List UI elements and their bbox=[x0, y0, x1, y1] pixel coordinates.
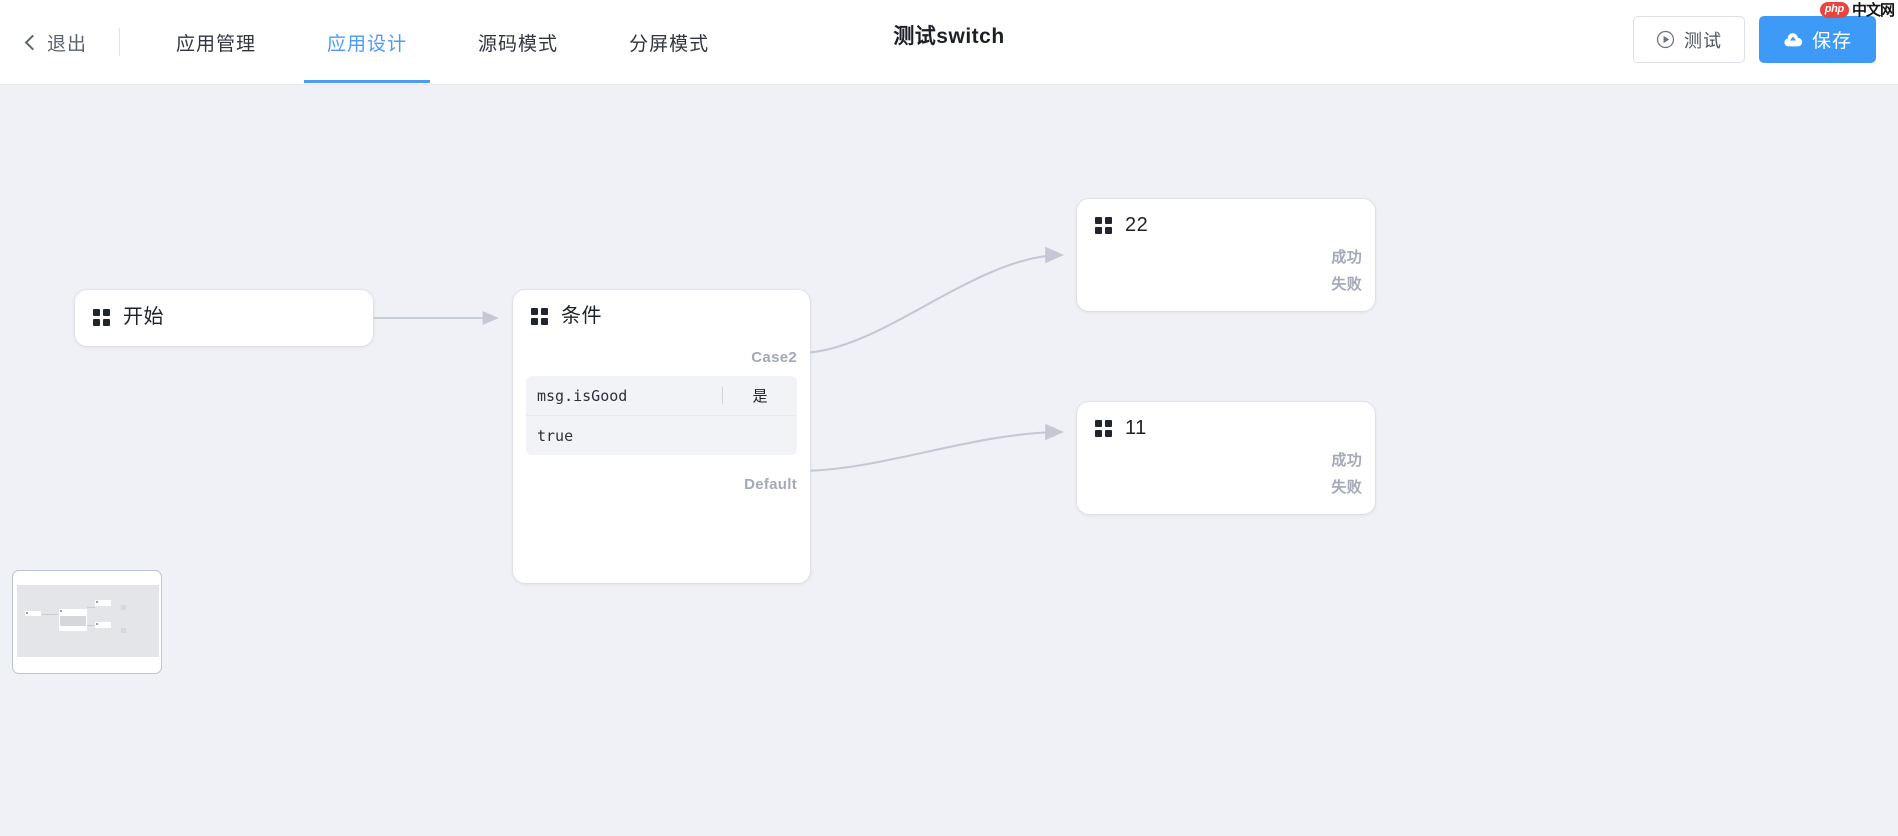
tab-source-mode[interactable]: 源码模式 bbox=[455, 0, 581, 85]
save-button-label: 保存 bbox=[1811, 31, 1852, 52]
minimap-node-icon bbox=[60, 610, 62, 612]
grid-2x2-icon bbox=[1095, 419, 1112, 437]
port-label-failure[interactable]: 失败 bbox=[1331, 479, 1362, 496]
minimap-rule-block bbox=[60, 616, 86, 626]
node-header: 22 bbox=[1077, 199, 1375, 242]
rule-divider bbox=[722, 387, 723, 404]
grid-2x2-icon bbox=[1095, 216, 1112, 234]
tab-label: 源码模式 bbox=[478, 33, 559, 55]
minimap-node-start bbox=[25, 611, 41, 616]
node-start[interactable]: 开始 bbox=[75, 290, 373, 346]
node-title: 22 bbox=[1125, 214, 1149, 236]
edge-case2-to-22 bbox=[799, 246, 1065, 355]
condition-value[interactable]: true bbox=[537, 426, 574, 445]
play-circle-icon bbox=[1656, 30, 1675, 49]
node-result-22[interactable]: 22 成功 失败 bbox=[1077, 199, 1375, 311]
minimap-node-block bbox=[121, 605, 126, 610]
node-condition[interactable]: 条件 Case2 msg.isGood 是 true Default bbox=[513, 290, 810, 583]
minimap-node-11 bbox=[95, 622, 111, 628]
cloud-upload-icon bbox=[1783, 32, 1803, 48]
header-divider bbox=[119, 28, 121, 56]
port-label-failure[interactable]: 失败 bbox=[1331, 276, 1362, 293]
header-tabs: 应用管理 应用设计 源码模式 分屏模式 bbox=[153, 0, 757, 85]
flow-canvas[interactable]: 开始 条件 Case2 msg.isGood 是 true Default 22… bbox=[0, 85, 1898, 836]
node-ports: 成功 失败 bbox=[1077, 449, 1375, 503]
port-label-success[interactable]: 成功 bbox=[1331, 249, 1362, 266]
condition-rule-box: msg.isGood 是 true bbox=[526, 376, 797, 455]
tab-label: 分屏模式 bbox=[629, 33, 710, 55]
node-header: 开始 bbox=[75, 290, 373, 344]
tab-split-mode[interactable]: 分屏模式 bbox=[606, 0, 732, 85]
tab-label: 应用管理 bbox=[176, 33, 257, 55]
port-label-default[interactable]: Default bbox=[744, 476, 797, 493]
tab-app-management[interactable]: 应用管理 bbox=[153, 0, 279, 85]
node-header: 11 bbox=[1077, 402, 1375, 445]
minimap-node-22 bbox=[95, 600, 111, 606]
port-label-success[interactable]: 成功 bbox=[1331, 452, 1362, 469]
exit-button[interactable]: 退出 bbox=[22, 29, 87, 56]
header-actions: 测试 保存 bbox=[1632, 16, 1876, 63]
minimap-node-icon bbox=[26, 612, 28, 614]
test-button-label: 测试 bbox=[1683, 30, 1722, 51]
minimap-node-block bbox=[121, 628, 126, 633]
minimap-edge bbox=[42, 614, 58, 615]
port-label-case2[interactable]: Case2 bbox=[751, 349, 797, 366]
minimap-node-icon bbox=[96, 601, 98, 603]
grid-2x2-icon bbox=[531, 307, 548, 325]
exit-label: 退出 bbox=[47, 33, 88, 55]
condition-rule-row: msg.isGood 是 bbox=[526, 376, 797, 416]
condition-key[interactable]: msg.isGood bbox=[537, 386, 628, 405]
minimap-node-icon bbox=[96, 623, 98, 625]
save-button[interactable]: 保存 bbox=[1758, 16, 1876, 63]
node-header: 条件 bbox=[513, 290, 810, 333]
minimap-edge bbox=[87, 607, 95, 608]
app-header: 退出 应用管理 应用设计 源码模式 分屏模式 测试switch 测试 bbox=[0, 0, 1898, 85]
minimap-viewport bbox=[17, 585, 159, 657]
node-title: 11 bbox=[1125, 417, 1147, 439]
flow-edges bbox=[373, 246, 1065, 473]
grid-2x2-icon bbox=[93, 308, 110, 326]
test-button[interactable]: 测试 bbox=[1632, 16, 1745, 63]
minimap[interactable] bbox=[12, 570, 162, 674]
edge-default-to-11 bbox=[799, 423, 1065, 473]
node-ports: 成功 失败 bbox=[1077, 246, 1375, 300]
node-result-11[interactable]: 11 成功 失败 bbox=[1077, 402, 1375, 514]
condition-operator[interactable]: 是 bbox=[752, 388, 768, 405]
chevron-left-icon bbox=[22, 34, 38, 50]
tab-app-design[interactable]: 应用设计 bbox=[304, 0, 431, 85]
node-title: 条件 bbox=[561, 305, 602, 327]
node-title: 开始 bbox=[123, 306, 164, 328]
minimap-edge bbox=[87, 625, 95, 626]
tab-label: 应用设计 bbox=[327, 33, 408, 55]
